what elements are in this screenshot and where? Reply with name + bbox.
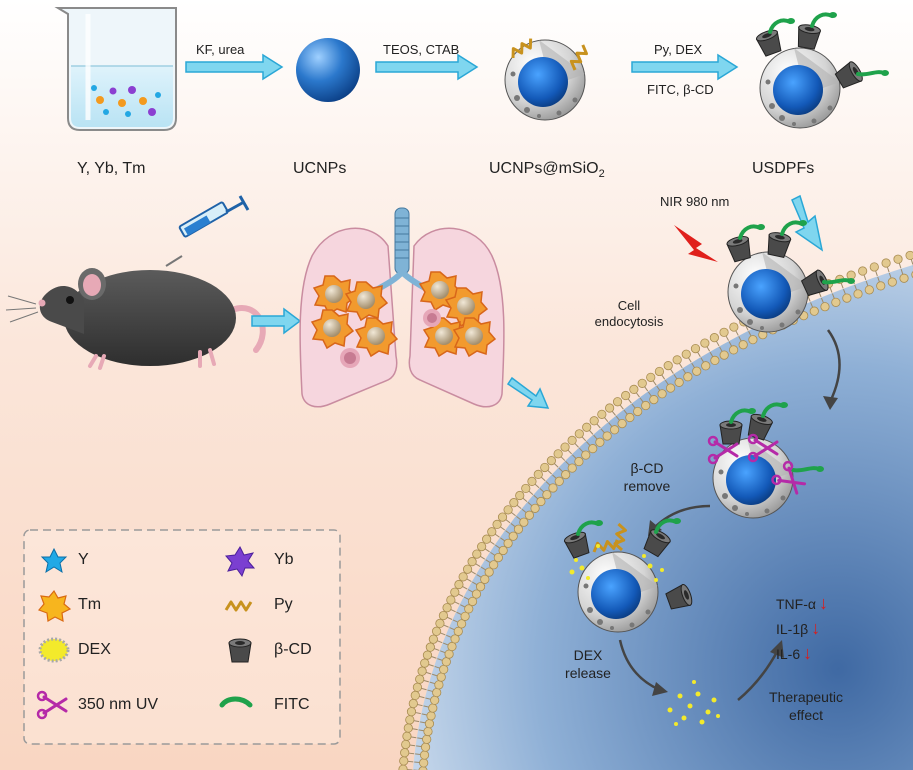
label-cell-endocytosis-line2: endocytosis [594, 314, 664, 329]
mouse-icon [5, 268, 266, 370]
label-ucnps-msio2-main: UCNPs@mSiO [489, 160, 599, 177]
label-dex-release: DEX release [558, 646, 618, 682]
syringe-icon [165, 195, 250, 267]
nir-lightning-icon [674, 225, 718, 262]
arrow-teos-ctab [375, 53, 479, 81]
label-precursors: Y, Yb, Tm [77, 160, 146, 177]
label-dex-release-line1: DEX [573, 647, 603, 663]
label-ucnps-msio2: UCNPs@mSiO2 [489, 160, 605, 180]
label-usdpfs: USDPFs [752, 160, 815, 177]
legend-label-uv: 350 nm UV [78, 696, 159, 713]
arrow-curve-3 [618, 639, 661, 692]
label-bcd-remove-line1: β-CD [630, 460, 664, 476]
arrow-curve-4 [737, 649, 780, 701]
label-nir-980: NIR 980 nm [660, 194, 730, 209]
cytokine-il6-name: IL-6 [776, 646, 801, 662]
released-dex-icon [667, 680, 720, 726]
legend-label-dex: DEX [78, 641, 111, 658]
ucnp-sphere [296, 38, 360, 102]
legend-label-bcd: β-CD [274, 641, 312, 658]
arrow-mouse-to-lungs [251, 307, 302, 335]
legend-label-py: Py [274, 596, 293, 613]
legend-yb-icon [225, 545, 256, 578]
arrow-curve-1 [826, 329, 841, 403]
down-arrow-icon: ↓ [811, 618, 821, 638]
label-cell-endocytosis: Cell endocytosis [584, 298, 674, 330]
label-bcd-remove-line2: remove [623, 478, 671, 494]
cytokine-tnf: TNF-α↓ [776, 593, 828, 614]
cytokine-il1b-name: IL-1β [776, 621, 809, 637]
step-fitc-bcd: FITC, β-CD [647, 82, 714, 97]
legend-dex-icon [38, 637, 70, 663]
legend-label-tm: Tm [78, 596, 102, 613]
lungs-icon [299, 207, 505, 408]
label-bcd-remove: β-CD remove [612, 459, 682, 495]
legend-bcd-icon [228, 638, 252, 663]
legend-tm-icon [37, 589, 72, 623]
label-therapeutic-line2: effect [789, 707, 823, 723]
step-kf-urea: KF, urea [196, 42, 245, 57]
step-teos-ctab: TEOS, CTAB [383, 42, 460, 57]
step-py-dex: Py, DEX [654, 42, 703, 57]
label-ucnps: UCNPs [293, 160, 347, 177]
arrow-py-dex [631, 53, 739, 81]
legend-fitc-icon [219, 696, 253, 708]
legend-label-fitc: FITC [274, 696, 310, 713]
precursor-ions-icon [91, 85, 161, 117]
arrow-lungs-to-cell [506, 376, 550, 409]
cell-membrane [398, 250, 913, 770]
legend-label-y: Y [78, 551, 89, 568]
cytokine-il6: IL-6↓ [776, 643, 812, 664]
particle-dex-release [562, 516, 695, 633]
label-therapeutic-effect: Therapeutic effect [758, 688, 854, 724]
legend-label-yb: Yb [274, 551, 294, 568]
beaker-icon [54, 7, 177, 131]
label-therapeutic-line1: Therapeutic [769, 689, 843, 705]
label-cell-endocytosis-line1: Cell [617, 298, 641, 313]
cytokine-il1b: IL-1β↓ [776, 618, 820, 639]
legend-y-icon [40, 547, 68, 574]
arrow-kf-urea [185, 53, 284, 81]
cytokine-tnf-name: TNF-α [776, 596, 816, 612]
legend-box [23, 529, 341, 745]
label-ucnps-msio2-sub: 2 [598, 168, 605, 181]
label-dex-release-line2: release [565, 665, 611, 681]
down-arrow-icon: ↓ [818, 593, 828, 613]
legend-py-icon [224, 600, 253, 612]
down-arrow-icon: ↓ [803, 643, 813, 663]
